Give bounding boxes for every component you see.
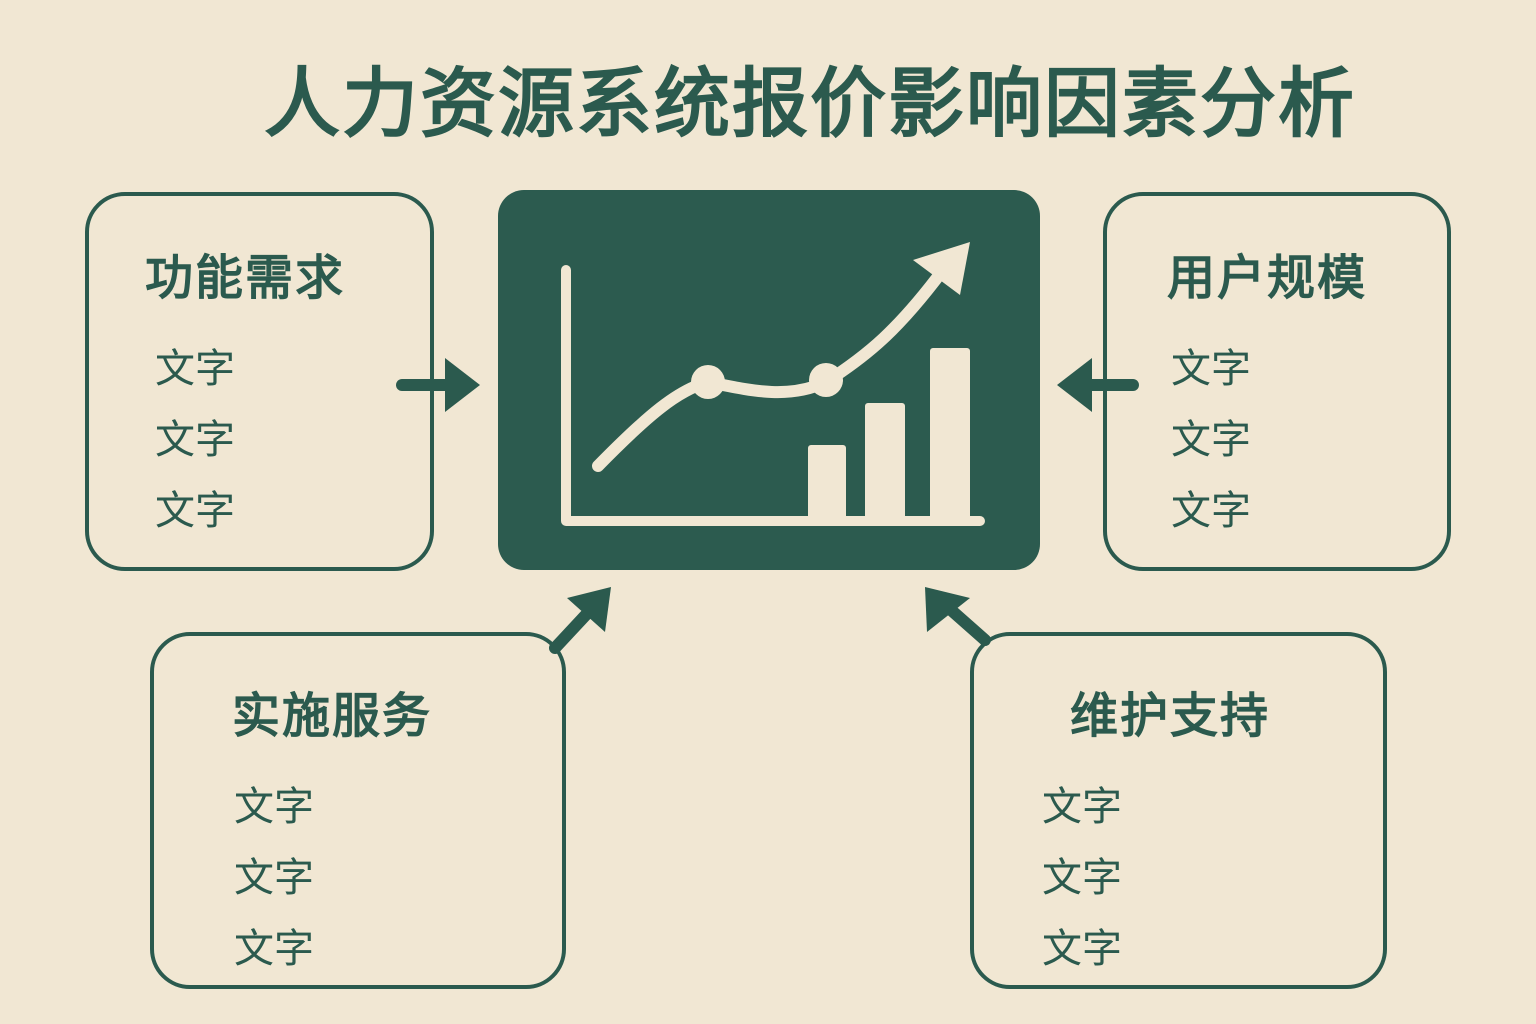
factor-item: 文字	[234, 784, 314, 830]
bar	[808, 445, 846, 521]
factor-box-function: 功能需求 文字 文字 文字	[85, 192, 434, 571]
bar	[930, 348, 970, 521]
factor-item: 文字	[155, 417, 235, 463]
factor-item: 文字	[155, 346, 235, 392]
arrow-up-left-icon	[936, 596, 991, 646]
factor-item: 文字	[1042, 926, 1122, 972]
factor-item: 文字	[234, 926, 314, 972]
trend-line	[592, 264, 949, 472]
page-title: 人力资源系统报价影响因素分析	[264, 59, 1356, 148]
factor-title: 实施服务	[232, 688, 433, 744]
factor-title: 功能需求	[145, 250, 346, 306]
factor-item: 文字	[1042, 784, 1122, 830]
factor-item: 文字	[1042, 855, 1122, 901]
trend-arrowhead	[913, 242, 970, 295]
arrow-up-right-icon	[549, 598, 602, 654]
factor-item: 文字	[1171, 488, 1251, 534]
trend-point	[809, 363, 843, 397]
chart-growth-icon	[498, 190, 1040, 570]
factor-box-maintenance: 维护支持 文字 文字 文字	[970, 632, 1387, 989]
bar	[865, 403, 905, 521]
factor-item: 文字	[1171, 346, 1251, 392]
factor-item: 文字	[155, 488, 235, 534]
factor-item: 文字	[1171, 417, 1251, 463]
factor-title: 用户规模	[1167, 250, 1368, 306]
factor-item: 文字	[234, 855, 314, 901]
factor-title: 维护支持	[1070, 688, 1271, 744]
trend-point	[691, 365, 725, 399]
factor-box-implementation: 实施服务 文字 文字 文字	[150, 632, 566, 989]
factor-box-users: 用户规模 文字 文字 文字	[1103, 192, 1451, 571]
